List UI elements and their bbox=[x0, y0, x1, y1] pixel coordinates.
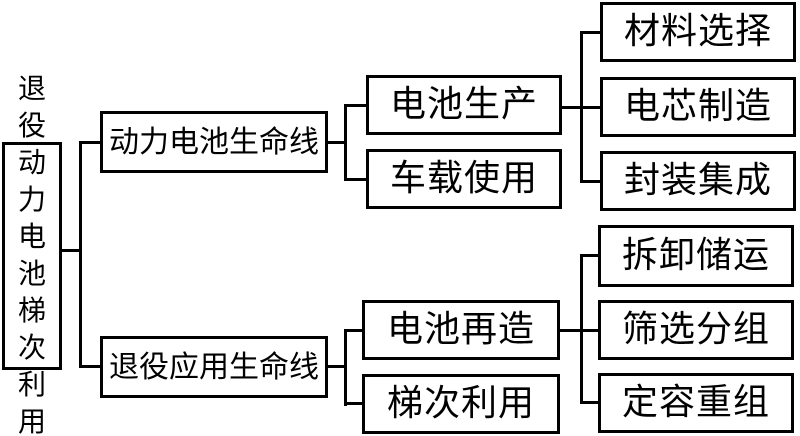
node-battery-remanufacture: 电池再造 bbox=[362, 300, 560, 360]
connector-trunk4-to-battery-remanufacture bbox=[347, 329, 362, 332]
connector-trunk2 bbox=[344, 104, 347, 181]
connector-trunk4-to-echelon-utilization bbox=[347, 402, 362, 405]
connector-trunk2-to-battery-production bbox=[347, 104, 366, 107]
connector-trunk3 bbox=[580, 31, 583, 183]
connector-trunk1 bbox=[79, 141, 82, 368]
node-packaging-integration: 封装集成 bbox=[600, 151, 796, 211]
node-material-selection: 材料选择 bbox=[600, 2, 796, 62]
node-power-battery-lifeline: 动力电池生命线 bbox=[100, 111, 328, 173]
node-disassembly-storage-transport: 拆卸储运 bbox=[598, 225, 794, 287]
node-cell-manufacturing: 电芯制造 bbox=[600, 77, 796, 137]
connector-trunk2-to-vehicle-use bbox=[347, 178, 366, 181]
connector-trunk1-to-power-battery-lifeline bbox=[82, 141, 100, 144]
connector-root-to-trunk1 bbox=[62, 249, 80, 252]
connector-trunk5 bbox=[580, 254, 583, 404]
node-retired-application-lifeline: 退役应用生命线 bbox=[100, 336, 328, 398]
node-vehicle-use: 车载使用 bbox=[366, 149, 562, 209]
node-echelon-utilization: 梯次利用 bbox=[362, 374, 560, 434]
node-screening-grouping: 筛选分组 bbox=[598, 300, 794, 360]
connector-trunk3-to-packaging-integration bbox=[583, 180, 600, 183]
connector-trunk3-to-material-selection bbox=[583, 31, 600, 34]
connector-battery-remanufacture-to-screening-grouping bbox=[560, 329, 598, 332]
node-capacity-regrouping: 定容重组 bbox=[598, 373, 794, 433]
connector-trunk1-to-retired-application-lifeline bbox=[82, 365, 100, 368]
connector-trunk4 bbox=[344, 329, 347, 406]
connector-trunk5-to-capacity-regrouping bbox=[583, 401, 598, 404]
node-retired-power-battery-echelon-utilization: 退役 动力 电池 梯次 利用 bbox=[2, 74, 62, 436]
connector-retired-application-lifeline-to-trunk4 bbox=[328, 365, 346, 368]
connector-trunk5-to-disassembly-storage-transport bbox=[583, 254, 598, 257]
node-battery-production: 电池生产 bbox=[366, 75, 562, 135]
connector-power-battery-lifeline-to-trunk2 bbox=[328, 141, 346, 144]
